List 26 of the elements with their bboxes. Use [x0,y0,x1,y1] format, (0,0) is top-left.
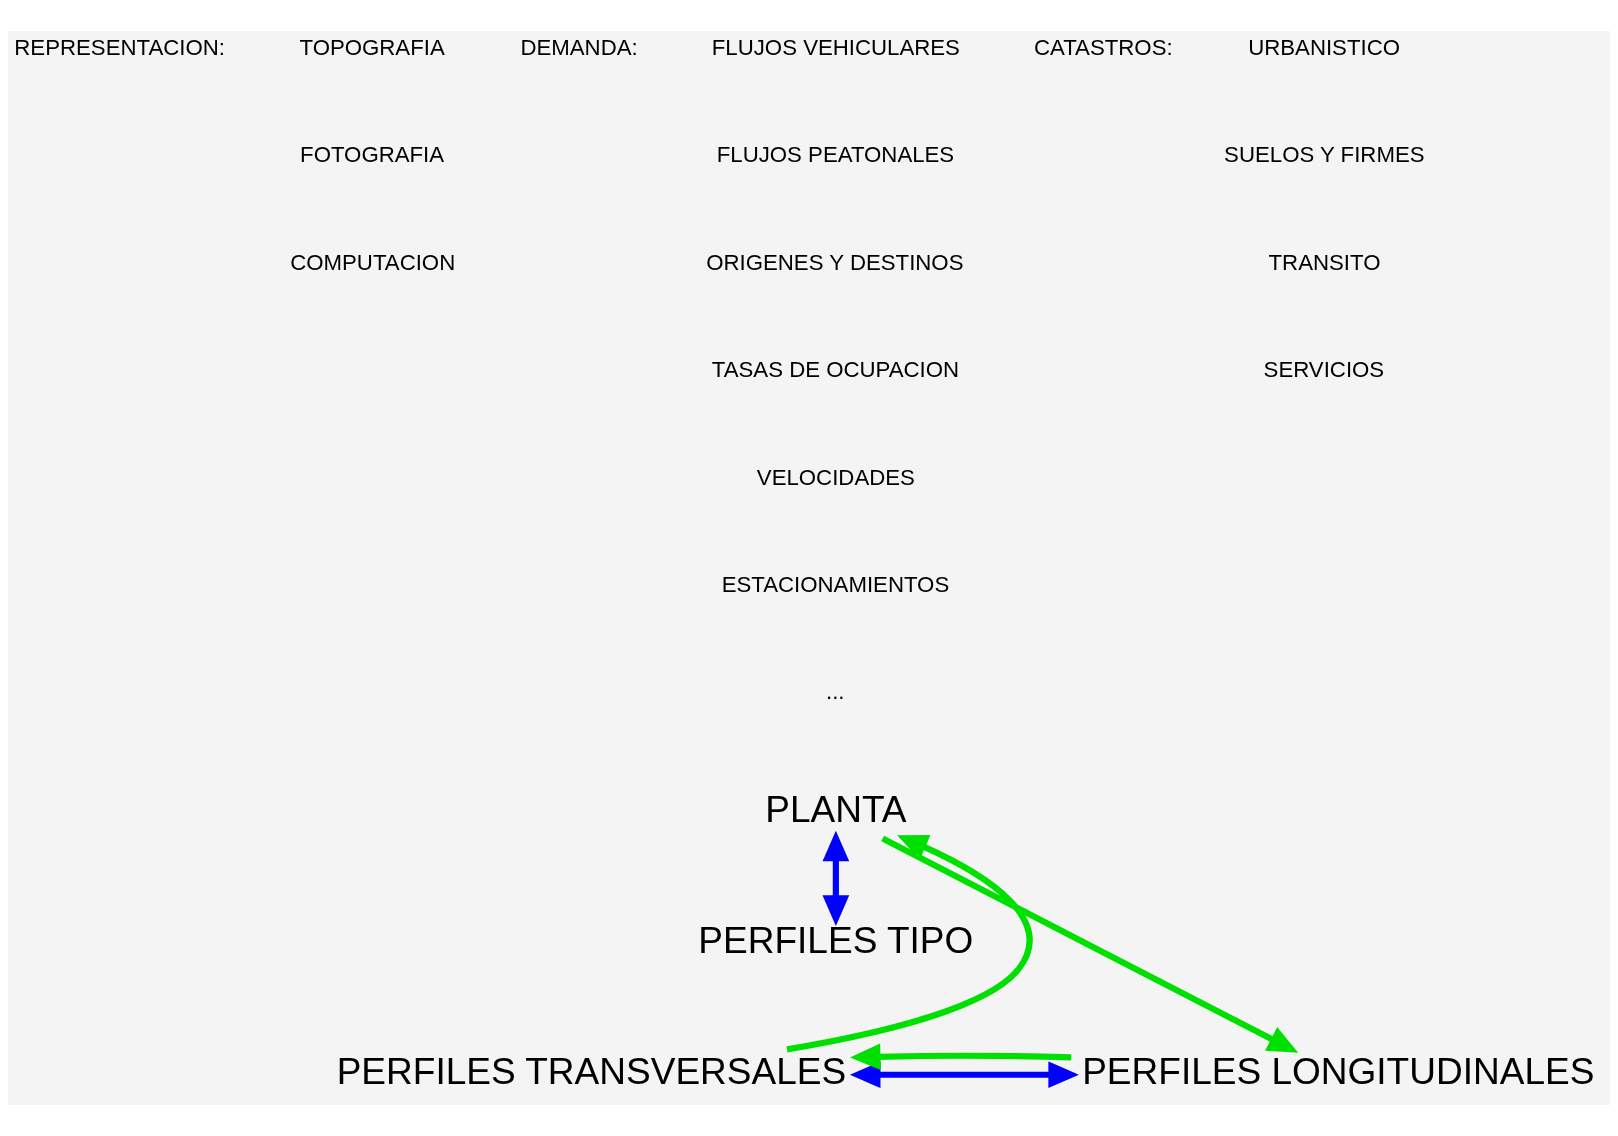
node-text: PLANTA [765,788,907,831]
label: CATASTROS: [1033,34,1173,60]
arrow [881,835,1299,1053]
label: SUELOS Y FIRMES [1224,142,1425,168]
label: COMPUTACION [290,249,456,275]
label: FLUJOS VEHICULARES [711,34,960,60]
arrow [849,1043,1072,1071]
label: FLUJOS PEATONALES [716,142,955,168]
label: ESTACIONAMIENTOS [721,571,950,597]
label: FOTOGRAFIA [300,142,445,168]
label: TRANSITO [1268,249,1381,275]
label: TOPOGRAFIA [299,34,445,60]
label: VELOCIDADES [756,464,915,490]
label: REPRESENTACION: [14,34,225,60]
arrow [849,1061,1079,1089]
label: ORIGENES Y DESTINOS [706,249,964,275]
node-text: PERFILES TRANSVERSALES [336,1050,847,1093]
node-text: PERFILES TIPO [698,919,974,962]
arrow [786,835,1033,1053]
label: ... [825,679,845,705]
label: SERVICIOS [1263,357,1385,383]
node-text: PERFILES LONGITUDINALES [1082,1050,1595,1093]
label: URBANISTICO [1248,34,1401,60]
label: TASAS DE OCUPACION [711,357,960,383]
label: DEMANDA: [520,34,638,60]
arrow [822,830,850,926]
